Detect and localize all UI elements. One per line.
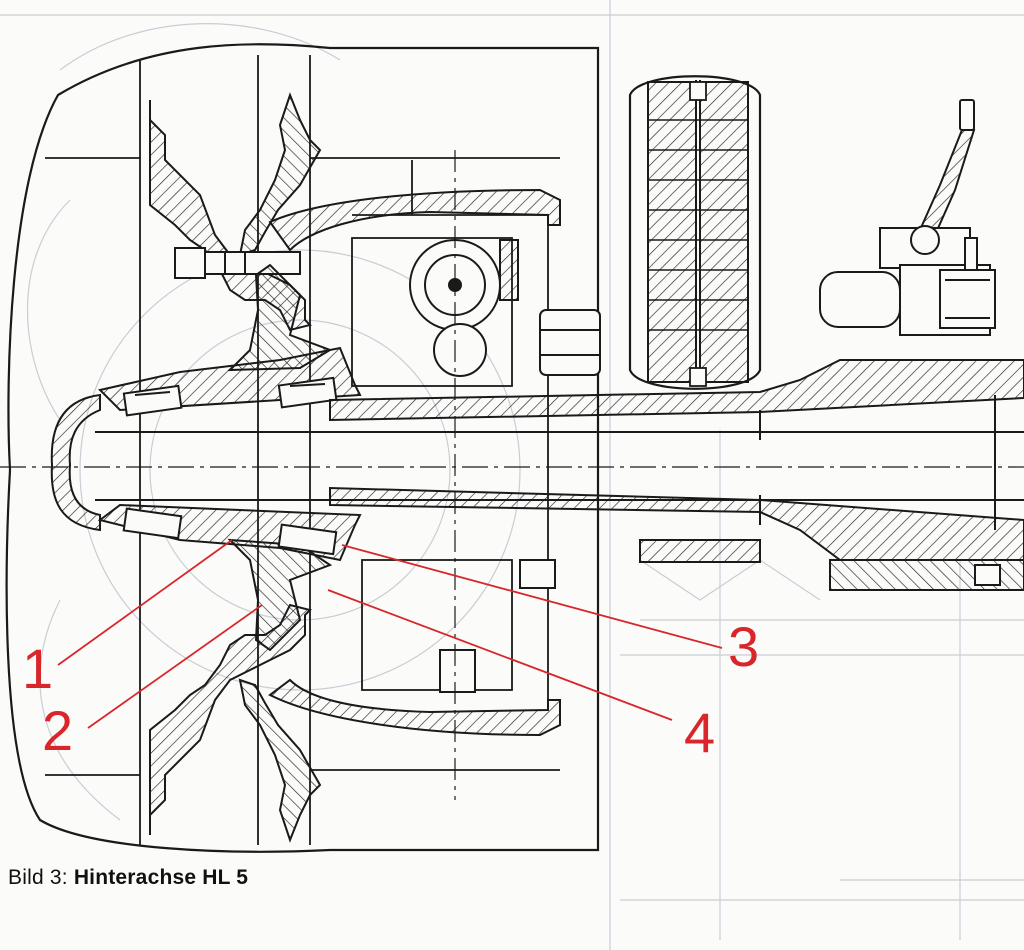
callout-labels: 1 2 3 4 [22, 615, 759, 764]
callout-leaders [57, 539, 723, 729]
caption-prefix: Bild 3: [8, 866, 68, 889]
leaf-spring [628, 75, 762, 390]
tyre-outline [5, 43, 600, 853]
axle-tube-bottom [329, 486, 1024, 561]
brake-drum-bottom [268, 678, 561, 737]
callout-2: 2 [42, 699, 73, 762]
axle-tube-top [329, 359, 1024, 422]
brake-cam [409, 239, 601, 377]
bearings [122, 376, 338, 556]
hub-flange-top [227, 263, 333, 372]
caption-title: Hinterachse HL 5 [73, 866, 249, 889]
figure-caption: Bild 3: Hinterachse HL 5 [8, 866, 248, 890]
stud [974, 564, 1001, 586]
callout-4: 4 [684, 701, 715, 764]
brake-shoes [351, 214, 549, 700]
rim-profile-bottom [149, 603, 312, 835]
brake-drum-top [268, 188, 561, 252]
axle-shaft [95, 395, 1024, 530]
wheel-bolts [174, 247, 556, 693]
callout-1: 1 [22, 637, 53, 700]
hub-flange [227, 538, 333, 652]
callout-3: 3 [728, 615, 759, 678]
rim-profile-bottom-right [238, 678, 322, 843]
rim-profile-top-right [238, 92, 322, 257]
spring-seat [639, 539, 761, 563]
hub-cap [50, 393, 101, 532]
brake-lever [819, 99, 996, 336]
